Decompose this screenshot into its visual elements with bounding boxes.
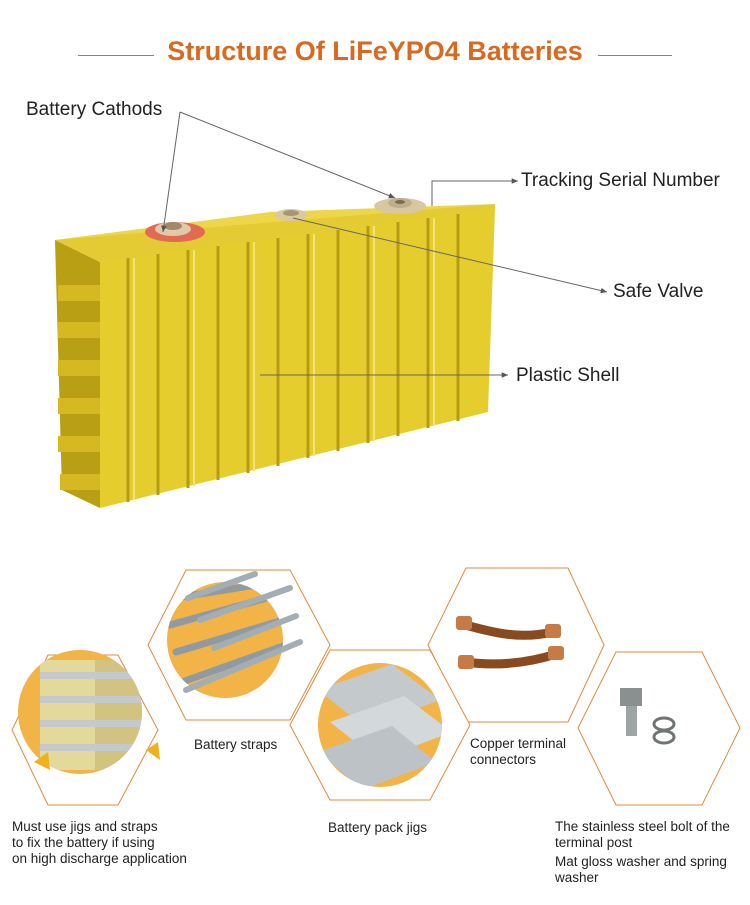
bolt-caption: The stainless steel bolt of the terminal… [555,819,730,851]
shell-ribs [126,214,460,502]
straps-caption: Battery straps [194,737,278,752]
valve-leader [292,217,608,294]
pack-jigs-caption: Battery pack jigs [328,820,428,835]
plastic-shell-label: Plastic Shell [516,365,620,386]
caption-line: to fix the battery if using [12,835,155,850]
copper-connectors-image [456,616,564,669]
caption-line: connectors [470,752,537,767]
tracking-serial-label: Tracking Serial Number [521,170,720,191]
copper-frame [427,567,605,723]
jigs-straps-caption: Must use jigs and straps to fix the batt… [12,819,187,867]
caption-line: Must use jigs and straps [12,819,158,834]
washer-caption: Mat gloss washer and spring washer [555,854,727,886]
title-rule-left [78,55,154,56]
bolt-washer-image [610,670,710,770]
caption-line: washer [555,870,599,885]
caption-line: on high discharge application [12,851,187,866]
title-rule-right [598,55,672,56]
cathods-leader-1 [161,111,181,233]
jigs-straps-image [18,650,160,774]
straps-image [167,571,303,698]
safe-valve-label: Safe Valve [613,281,704,302]
caption-line: Copper terminal [470,736,567,751]
serial-leader [431,178,518,206]
negative-terminal [374,198,426,214]
battery-image [55,198,495,508]
page-title: Structure Of LiFeYPO4 Batteries [167,36,583,66]
caption-line: The stainless steel bolt of the [555,819,730,834]
caption-line: terminal post [555,835,633,850]
copper-caption: Copper terminal connectors [470,736,566,768]
caption-line: Mat gloss washer and spring [555,854,727,869]
safe-valve-knob [275,209,307,221]
pack-jigs-image [318,663,442,787]
cathods-leader-2 [179,111,396,199]
positive-terminal [145,222,205,242]
battery-cathods-label: Battery Cathods [26,99,163,120]
